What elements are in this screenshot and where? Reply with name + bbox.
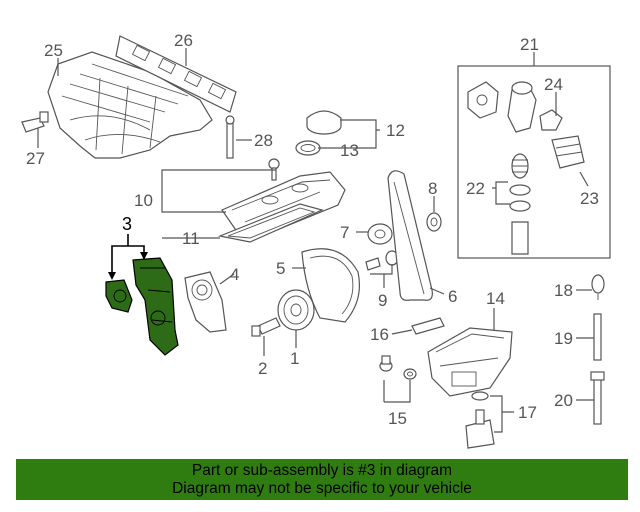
callout-1: 1	[290, 349, 299, 368]
callout-23: 23	[580, 189, 599, 208]
callout-9: 9	[378, 291, 387, 310]
callout-13: 13	[340, 141, 359, 160]
callout-26: 26	[174, 31, 193, 50]
callout-28: 28	[254, 131, 273, 150]
callout-12: 12	[386, 121, 405, 140]
oil-pan-part	[427, 327, 513, 397]
timing-belt-part	[387, 170, 433, 301]
timing-cover-upper-part	[184, 271, 227, 333]
crankshaft-pulley-part	[277, 289, 315, 331]
callout-18: 18	[554, 281, 573, 300]
callout-5: 5	[276, 259, 285, 278]
valve-cover-part	[221, 158, 346, 237]
callout-4: 4	[230, 265, 239, 284]
banner-line-1: Part or sub-assembly is #3 in diagram	[191, 462, 453, 479]
timing-cover-small-part	[105, 279, 133, 313]
callout-6: 6	[448, 287, 457, 306]
oil-pump-pickup-part	[465, 391, 495, 449]
oil-cap-part	[306, 110, 342, 135]
callout-2: 2	[258, 359, 267, 378]
callout-7: 7	[340, 223, 349, 242]
dipstick-tube-part	[411, 317, 445, 335]
backing-plate-part	[301, 248, 361, 323]
valve-cover-gasket-part	[217, 203, 324, 243]
callout-15: 15	[388, 409, 407, 428]
callout-3: 3	[122, 214, 132, 234]
drain-plug-part	[379, 355, 417, 380]
stud-part	[225, 115, 235, 159]
callout-8: 8	[428, 179, 437, 198]
callout-11: 11	[182, 229, 200, 248]
callout-20: 20	[554, 391, 573, 410]
diagram-notice-banner: Part or sub-assembly is #3 in diagram Di…	[16, 459, 628, 500]
callout-16: 16	[370, 325, 389, 344]
leader-line-highlight	[108, 234, 148, 280]
callout-22: 22	[466, 179, 485, 198]
callout-labels: 25 26 27 28 12 13 10 11 3 4 5 7 8 9 6 2 …	[26, 31, 599, 428]
sensor-rod-part	[590, 371, 605, 425]
pulley-bolt-part	[251, 317, 281, 337]
callout-25: 25	[44, 41, 63, 60]
callout-19: 19	[554, 329, 573, 348]
timing-cover-lower-part	[132, 257, 179, 356]
tensioner-part	[367, 223, 393, 245]
callout-14: 14	[486, 289, 505, 308]
dipstick-part	[591, 274, 605, 300]
oil-cap-seal-part	[295, 140, 321, 156]
intake-gasket-part	[115, 35, 237, 113]
callout-21: 21	[520, 35, 539, 54]
dipstick-guide-part	[593, 313, 602, 361]
sensor-part	[21, 111, 49, 133]
idler-pulley-part	[426, 212, 442, 232]
callout-24: 24	[544, 75, 563, 94]
callout-27: 27	[26, 149, 45, 168]
callout-10: 10	[134, 191, 153, 210]
leader-lines	[37, 48, 594, 433]
banner-line-2: Diagram may not be specific to your vehi…	[172, 480, 472, 497]
intake-manifold-part	[47, 51, 213, 159]
callout-17: 17	[518, 403, 537, 422]
oil-filter-housing-group	[457, 65, 611, 259]
bolt-part	[365, 250, 399, 271]
